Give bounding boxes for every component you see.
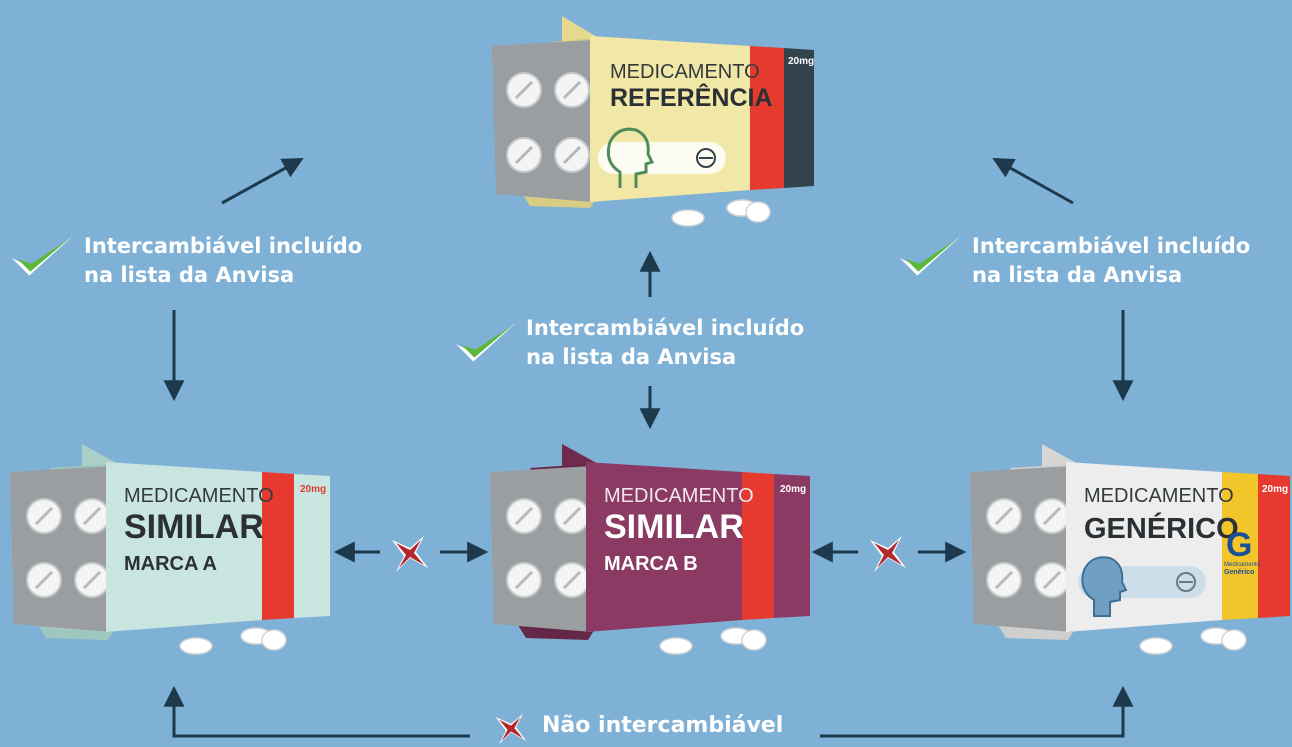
red-stripe xyxy=(262,472,294,620)
red-stripe xyxy=(1258,474,1290,618)
head-icon xyxy=(1081,556,1128,617)
label-right-line1: Intercambiável incluído xyxy=(972,234,1251,258)
box-face xyxy=(586,462,742,632)
arrow-bottom-left xyxy=(163,685,470,738)
box-similar-a: MEDICAMENTO SIMILAR MARCA A 20mg xyxy=(10,444,330,655)
right-check-icon xyxy=(896,232,964,282)
pills xyxy=(506,498,590,598)
label-left-line2: na lista da Anvisa xyxy=(84,263,295,287)
blister-pack xyxy=(10,466,112,632)
box-dose: 20mg xyxy=(788,56,814,67)
box-name: SIMILAR xyxy=(124,508,264,546)
box-face xyxy=(106,462,262,632)
dark-stripe xyxy=(784,48,814,188)
label-left: Intercambiável incluído na lista da Anvi… xyxy=(84,232,362,290)
center-check-icon xyxy=(452,318,520,368)
left-check-icon xyxy=(8,232,76,282)
label-right-line2: na lista da Anvisa xyxy=(972,263,1183,287)
box-brand: MARCA B xyxy=(604,553,698,575)
arrow-right-diagonal xyxy=(992,157,1074,205)
box-dose: 20mg xyxy=(300,484,326,495)
arrow-bottom-right xyxy=(820,685,1134,738)
box-name: GENÉRICO xyxy=(1084,511,1239,545)
box-referencia: MEDICAMENTO REFERÊNCIA 20mg xyxy=(492,16,814,227)
label-bottom: Não intercambiável xyxy=(542,713,784,738)
blister-pack xyxy=(490,466,592,632)
box-dose: 20mg xyxy=(1262,484,1288,495)
face-end xyxy=(774,474,810,618)
generico-logo-line2: Genérico xyxy=(1224,569,1254,576)
label-left-line1: Intercambiável incluído xyxy=(84,234,363,258)
bottom-x-icon xyxy=(494,712,528,746)
box-caption: MEDICAMENTO xyxy=(1084,485,1234,507)
label-center: Intercambiável incluído na lista da Anvi… xyxy=(526,314,804,372)
box-name: SIMILAR xyxy=(604,508,744,546)
box-caption: MEDICAMENTO xyxy=(610,61,760,83)
box-caption: MEDICAMENTO xyxy=(124,485,274,507)
blister-pack xyxy=(970,466,1072,632)
red-stripe xyxy=(742,472,774,620)
box-brand: MARCA A xyxy=(124,553,217,575)
head-icon xyxy=(606,127,655,188)
box-dose: 20mg xyxy=(780,484,806,495)
box-similar-b: MEDICAMENTO SIMILAR MARCA B 20mg xyxy=(490,444,810,655)
generico-logo-letter: G xyxy=(1226,526,1252,564)
label-center-line2: na lista da Anvisa xyxy=(526,345,737,369)
label-right: Intercambiável incluído na lista da Anvi… xyxy=(972,232,1250,290)
not-interchangeable-x-icon xyxy=(868,534,908,574)
red-stripe xyxy=(750,46,784,190)
box-caption: MEDICAMENTO xyxy=(604,485,754,507)
arrow-left-diagonal xyxy=(221,157,304,205)
box-generico: MEDICAMENTO GENÉRICO G Medicamento Genér… xyxy=(970,444,1290,655)
generico-logo-line1: Medicamento xyxy=(1224,562,1261,568)
yellow-stripe xyxy=(1222,472,1258,620)
face-end xyxy=(294,474,330,618)
box-name: REFERÊNCIA xyxy=(610,82,773,112)
label-center-line1: Intercambiável incluído xyxy=(526,316,805,340)
not-interchangeable-x-icon xyxy=(390,534,430,574)
blister-pack xyxy=(492,40,592,202)
